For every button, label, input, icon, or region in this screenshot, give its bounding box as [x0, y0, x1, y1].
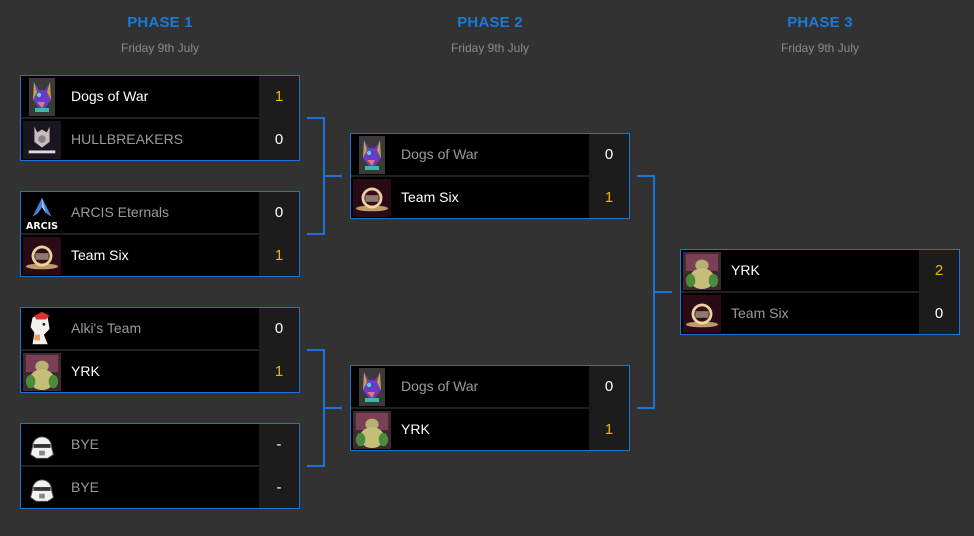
- row-separator: [351, 407, 589, 409]
- team-score: -: [276, 479, 282, 496]
- team-row[interactable]: Dogs of War 1: [21, 76, 299, 117]
- phase-title: PHASE 3: [787, 14, 853, 31]
- team-name: Team Six: [71, 247, 129, 263]
- team-row[interactable]: Dogs of War 0: [351, 134, 629, 175]
- team-row[interactable]: YRK 2: [681, 250, 959, 291]
- team-score: 0: [274, 320, 284, 337]
- row-separator: [21, 233, 259, 235]
- team-name: Team Six: [401, 189, 459, 205]
- team-score: 1: [604, 421, 614, 438]
- team-cell[interactable]: YRK: [351, 409, 589, 450]
- team-cell[interactable]: Alki's Team: [21, 308, 259, 349]
- yrk-logo-icon: [353, 410, 391, 449]
- team-row[interactable]: Team Six 0: [681, 293, 959, 334]
- team-name: Team Six: [731, 305, 789, 321]
- match-card[interactable]: Alki's Team 0 YRK 1: [20, 307, 300, 393]
- team-row[interactable]: BYE -: [21, 424, 299, 465]
- team-six-logo-icon: [23, 236, 61, 275]
- bracket-connector-line: [653, 291, 672, 293]
- phase-title: PHASE 2: [457, 14, 523, 31]
- team-cell[interactable]: BYE: [21, 467, 259, 508]
- team-cell[interactable]: Dogs of War: [351, 134, 589, 175]
- team-row[interactable]: BYE -: [21, 467, 299, 508]
- team-name: Dogs of War: [401, 378, 479, 394]
- stormtrooper-helmet-logo-icon: [23, 468, 61, 507]
- team-name: Alki's Team: [71, 320, 142, 336]
- team-cell[interactable]: Team Six: [681, 293, 919, 334]
- match-card[interactable]: Dogs of War 0 YRK 1: [350, 365, 630, 451]
- team-name: HULLBREAKERS: [71, 131, 184, 147]
- match-card[interactable]: ARCIS ARCIS Eternals 0 Team Six 1: [20, 191, 300, 277]
- team-row[interactable]: HULLBREAKERS 0: [21, 119, 299, 160]
- team-cell[interactable]: HULLBREAKERS: [21, 119, 259, 160]
- team-score: 2: [934, 262, 944, 279]
- team-score: 0: [274, 131, 284, 148]
- team-score: 1: [274, 88, 284, 105]
- team-score: 0: [604, 146, 614, 163]
- match-card[interactable]: BYE - BYE -: [20, 423, 300, 509]
- team-row[interactable]: YRK 1: [351, 409, 629, 450]
- team-score: 1: [274, 247, 284, 264]
- phase-date: Friday 9th July: [780, 41, 860, 55]
- team-name: ARCIS Eternals: [71, 204, 170, 220]
- match-card[interactable]: Dogs of War 0 Team Six 1: [350, 133, 630, 219]
- team-row[interactable]: Team Six 1: [351, 177, 629, 218]
- stormtrooper-helmet-logo-icon: [23, 425, 61, 464]
- row-separator: [681, 291, 919, 293]
- team-name: BYE: [71, 436, 100, 452]
- row-separator: [21, 117, 259, 119]
- team-row[interactable]: YRK 1: [21, 351, 299, 392]
- team-score: -: [276, 436, 282, 453]
- team-name: YRK: [71, 363, 100, 379]
- team-six-logo-icon: [353, 178, 391, 217]
- row-separator: [21, 465, 259, 467]
- team-cell[interactable]: Team Six: [21, 235, 259, 276]
- dogs-of-war-logo-icon: [23, 77, 61, 116]
- yrk-logo-icon: [683, 251, 721, 290]
- bracket-connector-line: [323, 407, 342, 409]
- match-card[interactable]: Dogs of War 1 HULLBREAKERS 0: [20, 75, 300, 161]
- team-cell[interactable]: ARCIS ARCIS Eternals: [21, 192, 259, 233]
- team-row[interactable]: Alki's Team 0: [21, 308, 299, 349]
- arcis-logo-icon: ARCIS: [23, 193, 61, 232]
- team-cell[interactable]: BYE: [21, 424, 259, 465]
- match-card[interactable]: YRK 2 Team Six 0: [680, 249, 960, 335]
- team-name: Dogs of War: [401, 146, 479, 162]
- dogs-of-war-logo-icon: [353, 135, 391, 174]
- dogs-of-war-logo-icon: [353, 367, 391, 406]
- team-name: YRK: [401, 421, 430, 437]
- team-cell[interactable]: YRK: [21, 351, 259, 392]
- yrk-logo-icon: [23, 352, 61, 391]
- team-name: YRK: [731, 262, 760, 278]
- row-separator: [351, 175, 589, 177]
- phase-date: Friday 9th July: [450, 41, 530, 55]
- team-score: 0: [934, 305, 944, 322]
- team-six-logo-icon: [683, 294, 721, 333]
- team-score: 1: [604, 189, 614, 206]
- row-separator: [21, 349, 259, 351]
- team-score: 1: [274, 363, 284, 380]
- team-row[interactable]: Dogs of War 0: [351, 366, 629, 407]
- phase-date: Friday 9th July: [120, 41, 200, 55]
- team-name: BYE: [71, 479, 100, 495]
- alkis-team-logo-icon: [23, 309, 61, 348]
- bracket-connector-line: [323, 175, 342, 177]
- team-cell[interactable]: Dogs of War: [351, 366, 589, 407]
- phase-title: PHASE 1: [127, 14, 193, 31]
- team-row[interactable]: Team Six 1: [21, 235, 299, 276]
- team-cell[interactable]: Dogs of War: [21, 76, 259, 117]
- svg-text:ARCIS: ARCIS: [26, 221, 58, 232]
- team-score: 0: [604, 378, 614, 395]
- team-row[interactable]: ARCIS ARCIS Eternals 0: [21, 192, 299, 233]
- team-cell[interactable]: Team Six: [351, 177, 589, 218]
- hullbreakers-logo-icon: [23, 120, 61, 159]
- team-name: Dogs of War: [71, 88, 149, 104]
- team-cell[interactable]: YRK: [681, 250, 919, 291]
- team-score: 0: [274, 204, 284, 221]
